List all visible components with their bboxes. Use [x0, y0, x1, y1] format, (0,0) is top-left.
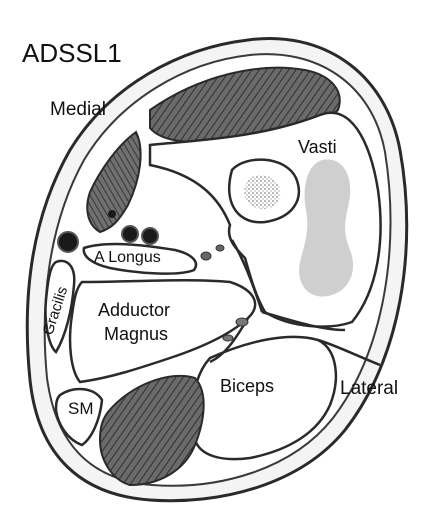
- label-biceps: Biceps: [220, 376, 274, 396]
- small-vessel-2: [215, 244, 225, 252]
- femur-marrow: [244, 175, 281, 210]
- label-a-longus: A Longus: [94, 249, 161, 266]
- a-longus-compartment: [82, 242, 198, 275]
- small-vessel-4: [222, 334, 234, 342]
- label-medial: Medial: [50, 99, 106, 120]
- label-magnus: Magnus: [104, 324, 168, 344]
- label-lateral: Lateral: [340, 378, 398, 399]
- sm-compartment: [54, 387, 104, 447]
- adductor-longus-shaded-muscle: [86, 130, 142, 234]
- small-vessel-3: [235, 317, 249, 327]
- vessel-3: [141, 227, 159, 245]
- vessel-2: [121, 225, 139, 243]
- label-sm: SM: [68, 399, 94, 418]
- label-adductor: Adductor: [98, 300, 170, 320]
- small-vessel-1: [200, 251, 212, 261]
- gracilis-compartment: [44, 259, 76, 354]
- semitendinosus-shaded-muscle: [98, 374, 205, 487]
- vasti-gray-region: [299, 159, 354, 297]
- diagram-title: ADSSL1: [22, 38, 122, 68]
- intermuscular-septum: [209, 239, 381, 367]
- adductor-magnus-compartment: [68, 278, 257, 384]
- vessel-4: [108, 210, 116, 218]
- vessel-1: [57, 231, 79, 253]
- label-vasti: Vasti: [298, 137, 337, 157]
